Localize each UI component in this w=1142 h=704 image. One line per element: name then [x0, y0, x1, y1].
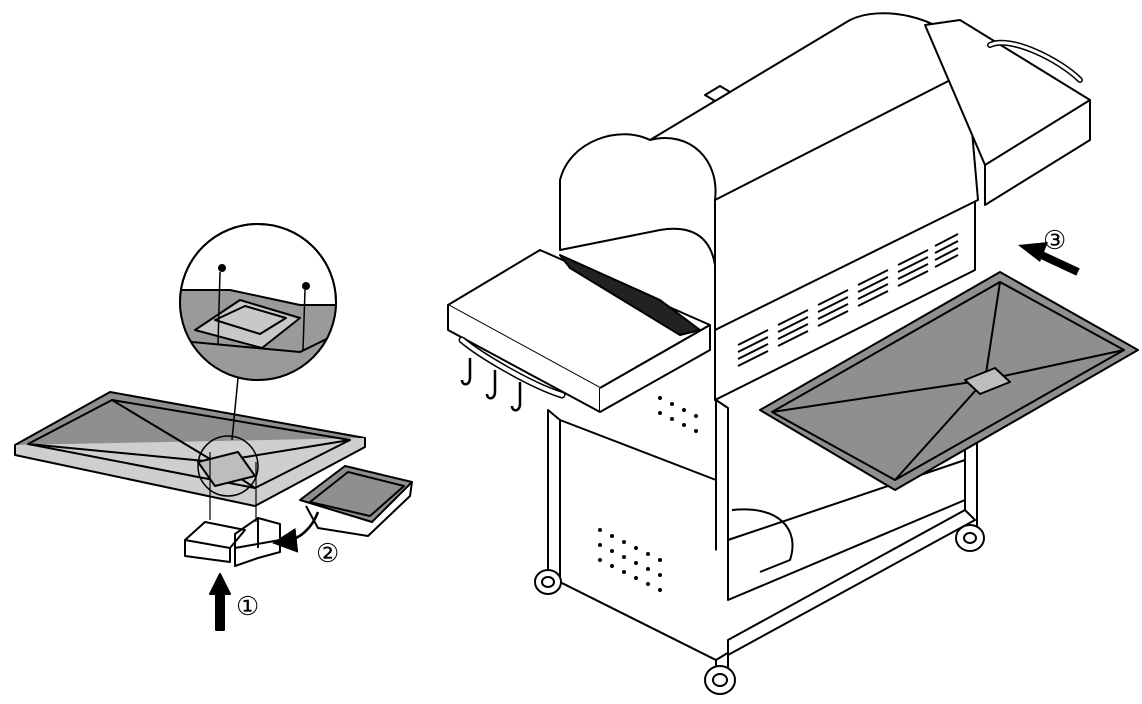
- right-side-shelf: [924, 19, 1091, 206]
- installed-drip-tray: [759, 271, 1139, 491]
- wheel-icon: [534, 524, 985, 695]
- catch-pan: [299, 465, 413, 537]
- body-vents: [737, 233, 959, 367]
- grill-lid: [559, 12, 979, 331]
- tray-bracket: [184, 517, 281, 567]
- grease-tray-detail: [14, 223, 413, 631]
- vent-holes: [598, 396, 698, 592]
- magnifier-inset: [179, 223, 337, 522]
- arrow-left-icon: [1018, 242, 1080, 276]
- drip-tray: [14, 391, 366, 507]
- grill-assembly: [447, 12, 1139, 695]
- tool-hooks: [460, 358, 522, 412]
- arrow-up-icon: [209, 573, 231, 631]
- screw-icon: [218, 264, 310, 290]
- step-1-marker: ①: [236, 592, 260, 622]
- grill-cart: [534, 396, 985, 695]
- left-side-shelf: [447, 249, 711, 413]
- step-2-marker: ②: [316, 539, 340, 569]
- curved-arrow-icon: [272, 511, 320, 553]
- step-3-marker: ③: [1043, 226, 1067, 256]
